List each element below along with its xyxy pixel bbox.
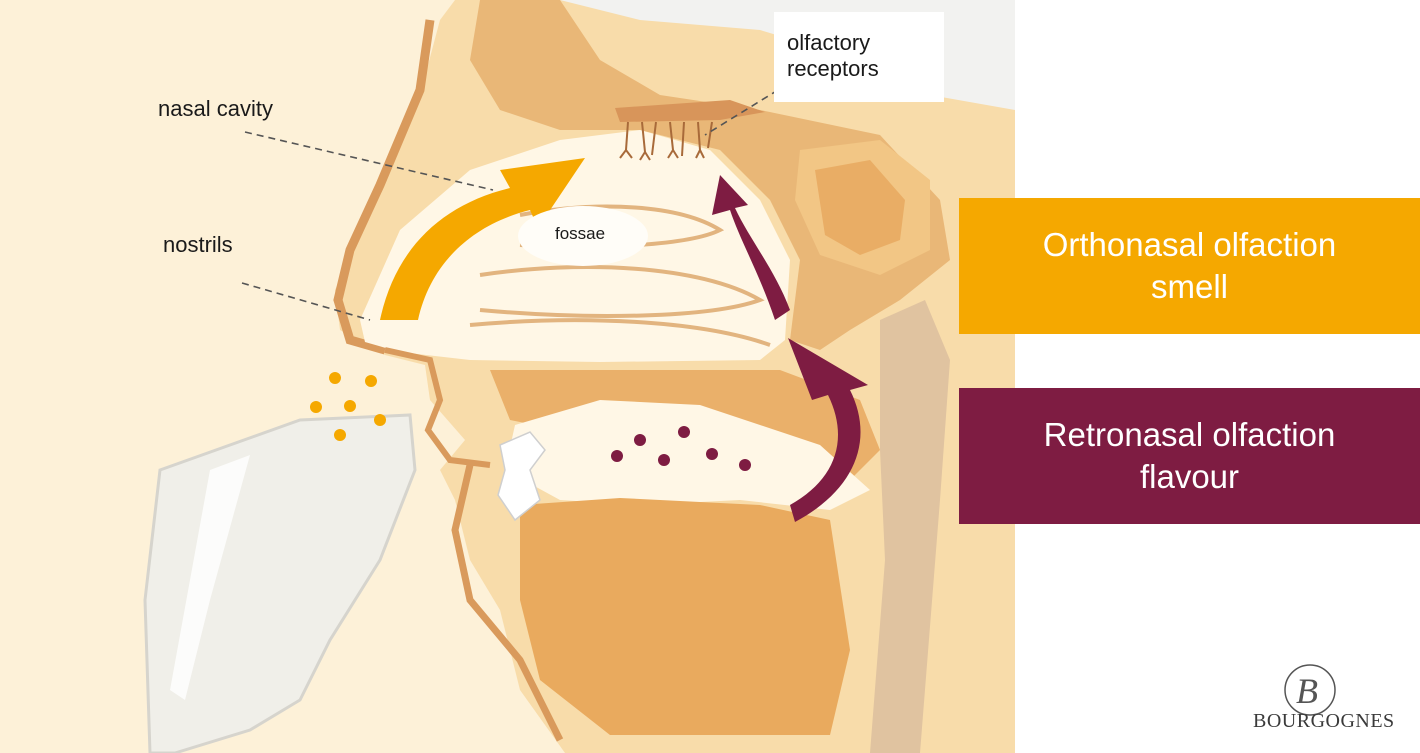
retronasal-olfaction-panel: Retronasal olfaction flavour	[959, 388, 1420, 524]
nasal-cavity-label: nasal cavity	[158, 96, 273, 122]
olfactory-receptors-label: olfactory receptors	[787, 30, 879, 83]
logo-wordmark: BOURGOGNES	[1253, 710, 1395, 733]
tongue	[520, 498, 850, 735]
bourgognes-logo: B BOURGOGNES	[1238, 660, 1420, 753]
right-panel-background	[1015, 0, 1420, 753]
orthonasal-title: Orthonasal olfaction	[1043, 224, 1337, 266]
nostrils-label: nostrils	[163, 232, 233, 258]
olfactory-receptors-label-line2: receptors	[787, 56, 879, 82]
retronasal-subtitle: flavour	[1140, 456, 1239, 498]
olfactory-receptors-label-line1: olfactory	[787, 30, 879, 56]
fossae-label: fossae	[555, 224, 605, 244]
orthonasal-olfaction-panel: Orthonasal olfaction smell	[959, 198, 1420, 334]
logo-monogram: B	[1296, 670, 1318, 712]
orthonasal-subtitle: smell	[1151, 266, 1228, 308]
retronasal-title: Retronasal olfaction	[1044, 414, 1336, 456]
